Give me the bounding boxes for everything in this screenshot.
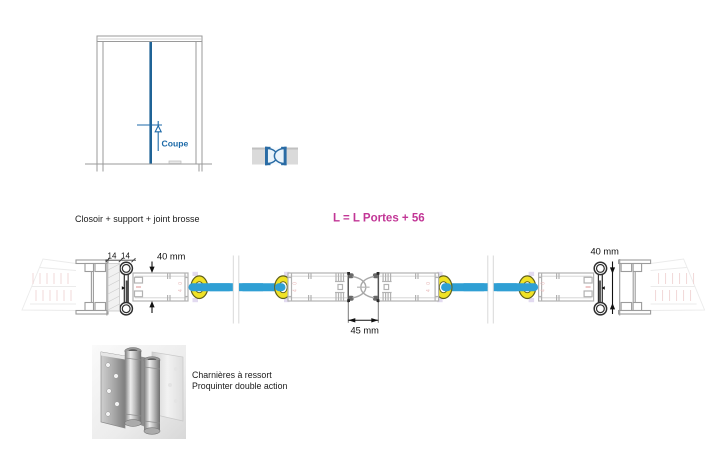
- svg-text:14: 14: [108, 252, 117, 261]
- svg-text:Proquinter double action: Proquinter double action: [192, 381, 287, 391]
- svg-text:14: 14: [121, 252, 130, 261]
- svg-text:40 mm: 40 mm: [157, 252, 186, 262]
- svg-text:40 mm: 40 mm: [591, 247, 620, 257]
- svg-text:45 mm: 45 mm: [351, 326, 380, 336]
- svg-text:Coupe: Coupe: [162, 138, 189, 148]
- svg-text:Charnières à ressort: Charnières à ressort: [192, 370, 272, 380]
- svg-text:Closoir + support + joint bros: Closoir + support + joint brosse: [75, 214, 200, 224]
- svg-text:L = L Portes + 56: L = L Portes + 56: [333, 213, 425, 225]
